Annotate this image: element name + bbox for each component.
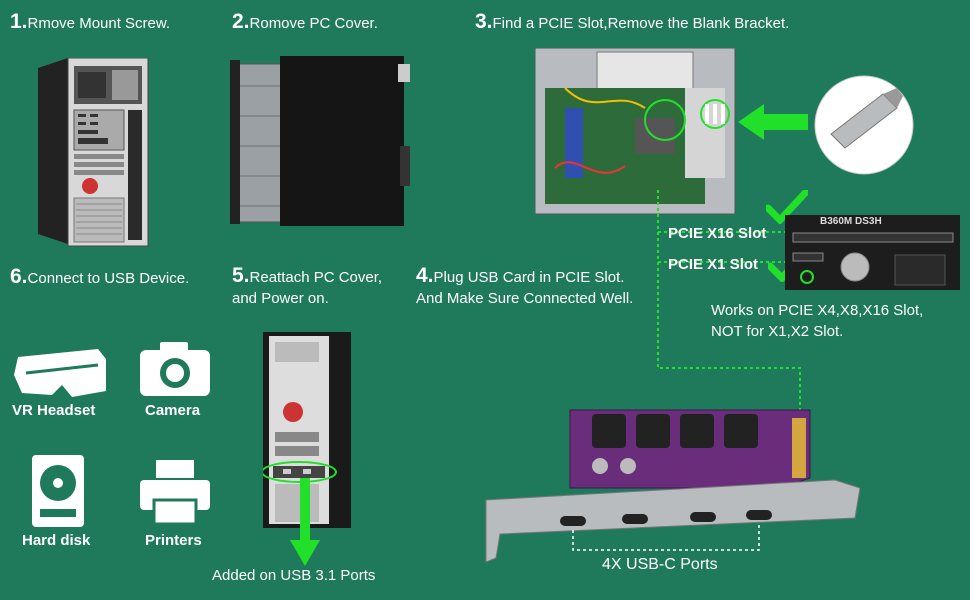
device-label-hard-disk: Hard disk — [22, 532, 91, 549]
pcie-x1-slot-label: PCIE X1 Slot — [668, 256, 759, 273]
device-label-camera: Camera — [145, 402, 201, 419]
card-caption: 4X USB-C Ports — [602, 556, 718, 573]
open-pc-motherboard-image — [535, 48, 736, 215]
pc-cover-removal-image — [230, 56, 410, 226]
usb-c-pcie-card-image — [485, 409, 860, 563]
insert-arrow-icon — [738, 104, 808, 140]
x16-check-icon — [766, 190, 808, 224]
blank-bracket-image — [814, 75, 914, 175]
step-1-heading: 1.Rmove Mount Screw. — [10, 10, 171, 33]
pc-tower-rear-image — [38, 58, 149, 247]
step-3-heading: 3.Find a PCIE Slot,Remove the Blank Brac… — [475, 10, 790, 33]
connection-dotted-line — [657, 190, 801, 430]
ports-caption: Added on USB 3.1 Ports — [212, 567, 376, 584]
device-label-printers: Printers — [145, 532, 202, 549]
hard-disk-icon — [32, 455, 84, 527]
pcie-x16-slot-label: PCIE X16 Slot — [668, 225, 767, 242]
device-label-vr-headset: VR Headset — [12, 402, 96, 419]
compat-line-2: NOT for X1,X2 Slot. — [711, 323, 844, 340]
down-arrow-icon — [290, 478, 320, 566]
board-model-label: B360M DS3H — [820, 216, 882, 227]
step-6-heading: 6.Connect to USB Device. — [10, 265, 190, 288]
step-2-heading: 2.Romove PC Cover. — [232, 10, 378, 33]
step-4-heading: 4.Plug USB Card in PCIE Slot. And Make S… — [416, 264, 634, 307]
printer-icon — [140, 460, 210, 526]
camera-icon — [140, 342, 210, 396]
vr-headset-icon — [14, 349, 106, 397]
compat-line-1: Works on PCIE X4,X8,X16 Slot, — [711, 302, 924, 319]
step-5-heading: 5.Reattach PC Cover, and Power on. — [232, 264, 383, 307]
motherboard-closeup-image — [785, 215, 960, 290]
